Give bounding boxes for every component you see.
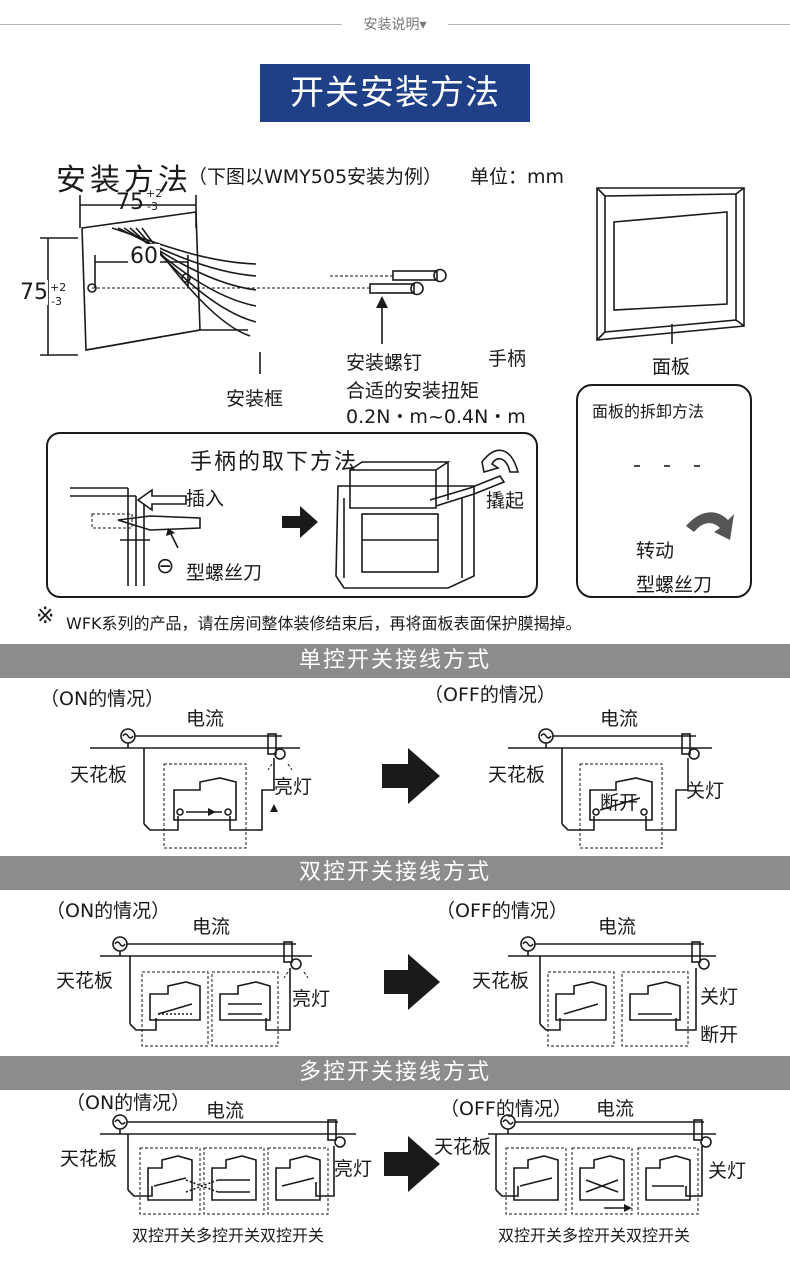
header-divider-left [0,24,342,25]
dim-height-tol-down: -3 [51,295,62,308]
single-off-label: （OFF的情况） [424,684,556,706]
install-note: （下图以WMY505安装为例） [188,166,443,188]
panel-label: 面板 [652,356,691,378]
double-current-off: 电流 [598,916,637,938]
section-bar-double: 双控开关接线方式 [0,856,790,890]
page-title: 开关安装方法 [260,64,530,122]
handle-removal-title: 手柄的取下方法 [190,450,359,475]
panel-illustration [596,187,745,341]
panel-screwdriver-label: 型螺丝刀 [636,574,713,596]
multi-off-label: （OFF的情况） [440,1098,572,1120]
handle-step-arrow [282,506,318,538]
double-current-on: 电流 [192,916,231,938]
multi-light-on: 亮灯 [334,1158,373,1180]
rotate-label: 转动 [636,540,675,562]
multi-light-off: 关灯 [708,1160,747,1182]
pry-label: 撬起 [486,490,525,512]
install-unit: 单位：mm [470,166,565,188]
multi-on-label: （ON的情况） [66,1092,191,1114]
double-light-off: 关灯 [700,986,739,1008]
screw-label: 安装螺钉 [346,352,423,374]
handle-removal-box [46,432,538,598]
install-heading: 安装方法 [56,163,192,198]
single-open-label: 断开 [600,788,639,815]
dim-width-tol-up: +2 [146,187,163,200]
dim-width-tol-down: -3 [147,200,158,213]
double-open-label: 断开 [700,1024,739,1046]
multi-switch-sequence-on: 双控开关多控开关双控开关 [132,1226,325,1245]
double-on-circuit [100,936,312,1047]
screwdriver-minus-icon: ⊖ [156,554,175,579]
multi-on-circuit [100,1114,356,1215]
section-bar-single: 单控开关接线方式 [0,644,790,678]
pry-diagram [335,449,520,589]
insert-label: 插入 [186,488,225,510]
double-transition-arrow [384,954,440,1010]
single-on-label: （ON的情况） [40,688,165,710]
frame-label: 安装框 [226,388,284,410]
single-on-circuit [90,728,300,849]
panel-removal-title: 面板的拆卸方法 [592,402,705,421]
screw-top [392,268,447,283]
panel-removal-box [576,384,752,598]
single-ceiling-on: 天花板 [70,764,128,786]
torque-label: 合适的安装扭矩 [346,380,480,402]
single-off-circuit [508,728,712,849]
multi-off-circuit [488,1114,716,1215]
single-transition-arrow [382,748,440,804]
double-ceiling-off: 天花板 [472,970,530,992]
single-ceiling-off: 天花板 [488,764,546,786]
multi-transition-arrow [384,1136,440,1192]
single-light-off: 关灯 [686,780,725,802]
multi-current-off: 电流 [596,1098,635,1120]
multi-switch-sequence-off: 双控开关多控开关双控开关 [498,1226,691,1245]
handle-label: 手柄 [488,348,527,370]
dim-height-tol-up: +2 [50,281,67,294]
double-on-label: （ON的情况） [46,900,171,922]
double-off-circuit [508,936,716,1047]
notice-text: WFK系列的产品，请在房间整体装修结束后，再将面板表面保护膜揭掉。 [66,614,582,633]
double-ceiling-on: 天花板 [56,970,114,992]
notice-mark: ※ [36,604,55,629]
rotate-arrow-icon [686,512,734,540]
frame-hole-left [87,283,97,293]
header-label: 安装说明▾ [363,17,427,33]
double-off-label: （OFF的情况） [436,900,568,922]
double-light-on: 亮灯 [292,988,331,1010]
screw-bottom [369,281,424,296]
single-current-on: 电流 [186,708,225,730]
multi-current-on: 电流 [206,1100,245,1122]
multi-ceiling-off: 天花板 [434,1136,492,1158]
screwdriver-label: 型螺丝刀 [186,562,263,584]
insert-diagram [70,487,201,586]
multi-ceiling-on: 天花板 [60,1148,118,1170]
torque-value: 0.2N・m~0.4N・m [346,406,526,428]
single-current-off: 电流 [600,708,639,730]
dim-height-base: 75 [20,280,48,305]
header-divider-right [448,24,790,25]
section-bar-multi: 多控开关接线方式 [0,1056,790,1090]
single-light-on: 亮灯 [274,776,313,798]
dim-pitch: 60 [128,244,160,269]
dim-width-base: 75 [116,190,144,215]
